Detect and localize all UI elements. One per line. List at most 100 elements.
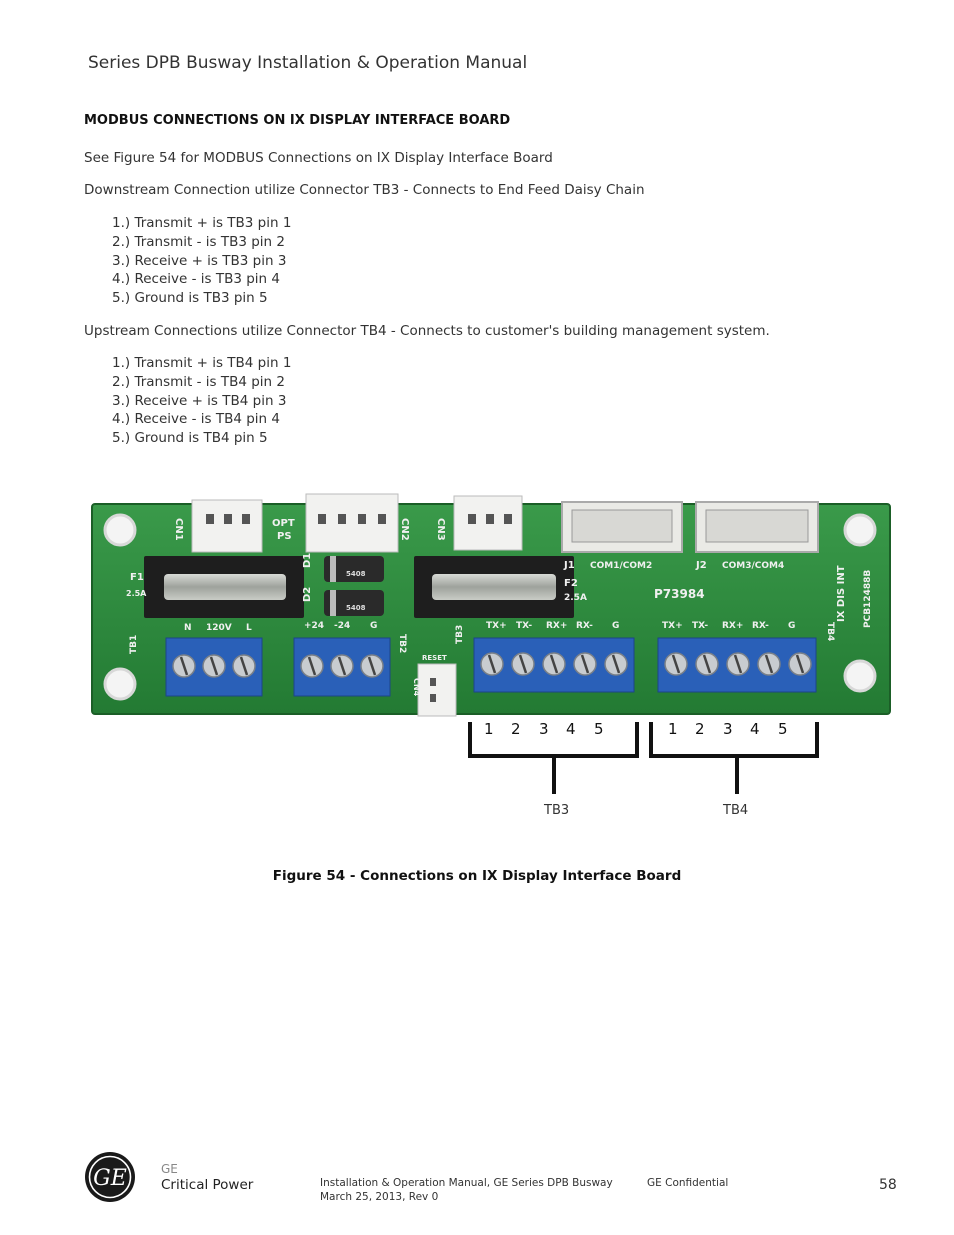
tb4-pin-number: 1 (668, 720, 678, 738)
screw-slot (671, 654, 681, 674)
header-j1 (561, 501, 683, 553)
label-com34: COM3/COM4 (722, 561, 784, 571)
label-com12: COM1/COM2 (590, 561, 652, 571)
label-cn3: CN3 (435, 518, 446, 541)
tb4-pin-numbers: 1 2 3 4 5 (668, 720, 788, 738)
tb4-pin-number: 4 (750, 720, 760, 738)
list-item: 1.) Transmit + is TB3 pin 1 (112, 215, 292, 231)
label-f2: F2 (564, 578, 578, 589)
label-tb2-plus: +24 (304, 621, 324, 631)
header-j2 (695, 501, 819, 553)
footer-manual-name: Installation & Operation Manual, GE Seri… (320, 1177, 613, 1189)
board-figure: CN1 OPT PS CN2 CN3 J1 COM1/COM2 J2 COM3/… (84, 488, 904, 828)
screw-slot (795, 654, 805, 674)
downstream-pin-list: 1.) Transmit + is TB3 pin 1 2.) Transmit… (112, 214, 291, 308)
section-heading: MODBUS CONNECTIONS ON IX DISPLAY INTERFA… (84, 113, 511, 128)
tb4-pin-number: 5 (778, 720, 788, 738)
tb4-bracket (649, 722, 819, 794)
label-f1-rating: 2.5A (126, 589, 147, 598)
label-diode2: 5408 (346, 604, 366, 612)
label-f2-rating: 2.5A (564, 593, 587, 603)
label-tb1-v: 120V (206, 623, 232, 633)
screw-slot (580, 654, 590, 674)
mounting-hole (103, 667, 137, 701)
label-cn1: CN1 (173, 518, 184, 541)
label-tb2: TB2 (397, 634, 407, 653)
label-board-name: IX DIS INT (836, 565, 847, 622)
label-d2: D2 (302, 587, 313, 602)
screw-slot (179, 656, 189, 676)
label-tb1-n: N (184, 623, 192, 633)
footer-company-small: GE (161, 1162, 178, 1176)
list-item: 1.) Transmit + is TB4 pin 1 (112, 355, 292, 371)
connector-cn1 (191, 499, 263, 553)
screw-slot (487, 654, 497, 674)
connector-cn3 (453, 495, 523, 551)
diode-d2 (324, 590, 384, 616)
tb3-bracket (468, 722, 639, 794)
label-tb2-g: G (370, 621, 377, 631)
terminal-screws (172, 652, 812, 678)
screw-slot (209, 656, 219, 676)
tb3-pin-numbers: 1 2 3 4 5 (484, 720, 604, 738)
label-tb4-rxm: RX- (752, 621, 769, 631)
tb3-label: TB3 (543, 803, 569, 818)
label-tb4-g: G (788, 621, 795, 631)
footer-date: March 25, 2013, Rev 0 (320, 1191, 439, 1203)
screw-slot (702, 654, 712, 674)
mounting-hole (843, 513, 877, 547)
ge-logo-icon: GE (85, 1152, 135, 1202)
footer-confidential: GE Confidential (647, 1177, 729, 1189)
list-item: 3.) Receive + is TB3 pin 3 (112, 252, 287, 269)
tb3-pin-number: 3 (539, 720, 549, 738)
label-tb3-txm: TX- (516, 621, 532, 631)
label-cn2: CN2 (399, 518, 410, 541)
label-j2: J2 (695, 560, 707, 571)
mounting-hole (843, 659, 877, 693)
label-tb3: TB3 (455, 625, 465, 644)
tb3-pin-number: 5 (594, 720, 604, 738)
label-tb3-rxm: RX- (576, 621, 593, 631)
label-tb4-rxp: RX+ (722, 621, 743, 631)
screw-slot (549, 654, 559, 674)
label-cn4: CN4 (412, 678, 421, 697)
label-tb4: TB4 (825, 622, 835, 641)
tb4-pin-number: 2 (695, 720, 705, 738)
label-f1: F1 (130, 572, 144, 583)
screw-slot (764, 654, 774, 674)
list-item: 3.) Receive + is TB4 pin 3 (112, 392, 287, 409)
list-item: 4.) Receive - is TB3 pin 4 (112, 271, 280, 288)
connector-cn2 (305, 493, 399, 553)
intro-paragraph: See Figure 54 for MODBUS Connections on … (84, 150, 553, 166)
label-diode1: 5408 (346, 570, 366, 578)
label-tb2-minus: -24 (334, 621, 350, 631)
board-illustration: CN1 OPT PS CN2 CN3 J1 COM1/COM2 J2 COM3/… (91, 493, 891, 818)
list-item: 5.) Ground is TB3 pin 5 (112, 290, 268, 307)
upstream-paragraph: Upstream Connections utilize Connector T… (84, 323, 770, 339)
label-reset: RESET (422, 654, 447, 662)
label-tb4-txp: TX+ (662, 621, 683, 631)
label-ps: PS (277, 531, 292, 542)
page-number: 58 (879, 1177, 897, 1193)
connector-cn4 (417, 663, 457, 717)
footer-company: Critical Power (161, 1177, 254, 1193)
screw-slot (307, 656, 317, 676)
figure-caption: Figure 54 - Connections on IX Display In… (272, 868, 682, 884)
fuse-f1 (144, 556, 304, 618)
screw-slot (367, 656, 377, 676)
list-item: 5.) Ground is TB4 pin 5 (112, 430, 268, 447)
list-item: 4.) Receive - is TB4 pin 4 (112, 411, 280, 428)
mounting-hole (103, 513, 137, 547)
label-pcb-number: PCB12488B (863, 570, 873, 628)
label-opt: OPT (272, 518, 295, 529)
screw-slot (733, 654, 743, 674)
screw-slot (337, 656, 347, 676)
label-d1: D1 (302, 553, 313, 568)
downstream-paragraph: Downstream Connection utilize Connector … (84, 182, 645, 198)
label-tb3-txp: TX+ (486, 621, 507, 631)
label-tb1-l: L (246, 623, 252, 633)
list-item: 2.) Transmit - is TB3 pin 2 (112, 233, 285, 250)
label-tb3-g: G (612, 621, 619, 631)
screw-slot (239, 656, 249, 676)
document-title: Series DPB Busway Installation & Operati… (88, 53, 528, 73)
